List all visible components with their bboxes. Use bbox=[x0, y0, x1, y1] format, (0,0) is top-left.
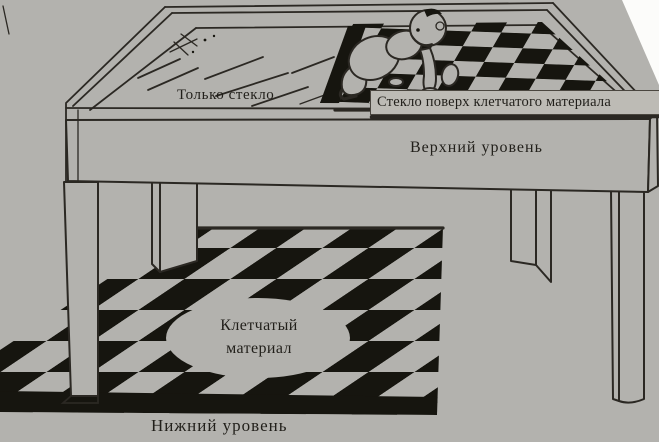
label-checkered-material-line1: Клетчатый bbox=[220, 317, 298, 334]
baby-hair bbox=[424, 8, 442, 17]
checkered-material-label-patch bbox=[166, 298, 350, 378]
baby-hand-far bbox=[388, 77, 404, 87]
back-left-leg bbox=[159, 181, 198, 273]
center-divider-board bbox=[510, 186, 537, 266]
front-right-leg-side bbox=[610, 189, 620, 402]
label-checkered-material-line2: материал bbox=[226, 340, 292, 357]
baby-face-line bbox=[411, 35, 433, 46]
label-lower-level: Нижний уровень bbox=[151, 416, 288, 435]
mat-edge bbox=[320, 26, 366, 103]
baby-eye bbox=[416, 28, 420, 32]
front-left-leg bbox=[63, 181, 99, 397]
label-glass-over-checkered: Стекло поверх клетчатого материала bbox=[370, 90, 659, 115]
back-left-leg-side bbox=[151, 181, 161, 273]
label-upper-level: Верхний уровень bbox=[410, 139, 543, 156]
label-checkered-material: Клетчатый материал bbox=[178, 314, 340, 360]
table-apron bbox=[65, 103, 659, 193]
page-corner-cutout bbox=[622, 0, 659, 85]
front-right-leg bbox=[618, 189, 645, 404]
glass-surface bbox=[137, 38, 335, 107]
rim-corner-joint bbox=[173, 33, 198, 56]
label-glass-only: Только стекло bbox=[177, 87, 275, 103]
baby-ear bbox=[435, 21, 445, 31]
baby-knee bbox=[440, 63, 460, 87]
scan-artifact bbox=[2, 5, 10, 35]
table-legs bbox=[60, 181, 645, 404]
